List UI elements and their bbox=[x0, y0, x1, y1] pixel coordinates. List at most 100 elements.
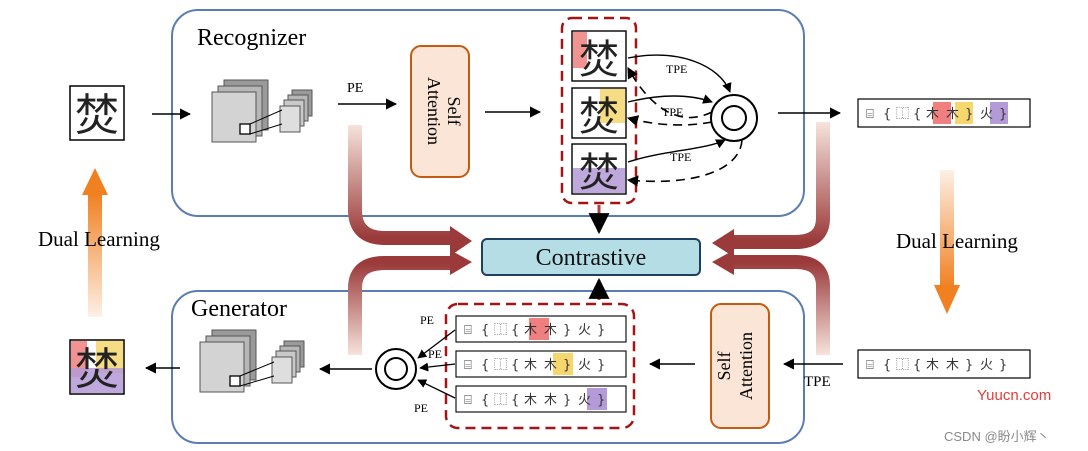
sequence-token: } bbox=[999, 358, 1007, 373]
sequence-token: } bbox=[999, 107, 1007, 122]
sequence-token: 木 bbox=[926, 358, 939, 373]
tpe-arrow-3 bbox=[627, 139, 726, 163]
sequence-token: { bbox=[511, 393, 519, 408]
output-glyph: 焚 bbox=[75, 344, 119, 395]
sequence-token: ⌸ bbox=[866, 107, 874, 122]
generator-title: Generator bbox=[191, 296, 287, 322]
sequence-token: 火 bbox=[578, 323, 591, 338]
output-glyph-box: 焚 bbox=[69, 339, 125, 395]
gen-pe-label-1: PE bbox=[420, 313, 434, 327]
generator-self-attention: Self Attention bbox=[710, 303, 770, 429]
watermark-site: Yuucn.com bbox=[977, 387, 1052, 404]
recognizer-pe-label: PE bbox=[347, 81, 363, 96]
contrastive-box: Contrastive bbox=[481, 238, 701, 276]
tpe-label-2: TPE bbox=[662, 105, 683, 119]
sequence-token: } bbox=[597, 358, 605, 373]
input-glyph: 焚 bbox=[75, 90, 119, 141]
recognizer-cnn-icon bbox=[211, 79, 313, 143]
sequence-token: 木 bbox=[926, 107, 939, 122]
sequence-token: 木 bbox=[544, 323, 557, 338]
watermark-csdn: CSDN @盼小辉丶 bbox=[944, 429, 1050, 444]
gen-seq-row-1: ⌸ { ⿰ { 木木} 火} bbox=[455, 315, 627, 343]
recognizer-decoder-node bbox=[710, 94, 758, 142]
recognizer-self-attention: Self Attention bbox=[410, 45, 470, 178]
sequence-token: 木 bbox=[524, 323, 537, 338]
tpe-arrow-2 bbox=[627, 94, 713, 104]
svg-text:焚: 焚 bbox=[579, 150, 619, 196]
sequence-token: { bbox=[481, 393, 489, 408]
sequence-token: 木 bbox=[544, 358, 557, 373]
grad-arrow-recognizer-right bbox=[732, 122, 830, 249]
sequence-token: ⌸ bbox=[464, 358, 472, 373]
sequence-token: } bbox=[563, 323, 571, 338]
pe-arrow-2 bbox=[419, 362, 456, 372]
sequence-token: } bbox=[563, 358, 571, 373]
sequence-token: } bbox=[597, 323, 605, 338]
recognizer-output-sequence: ⌸ { ⿰ { 木木} 火} bbox=[857, 98, 1031, 128]
sequence-token: 木 bbox=[544, 393, 557, 408]
pe-arrow-1 bbox=[417, 329, 456, 359]
svg-text:焚: 焚 bbox=[579, 37, 619, 83]
svg-text:焚: 焚 bbox=[579, 94, 619, 140]
sequence-token: } bbox=[965, 358, 973, 373]
gen-seq-row-2: ⌸ { ⿰ { 木木} 火} bbox=[455, 350, 627, 378]
grad-arrow-recognizer-left bbox=[348, 125, 452, 245]
sequence-token: ⿰ bbox=[896, 358, 909, 373]
sequence-token: 火 bbox=[578, 393, 591, 408]
generator-attn-line1: Self bbox=[714, 351, 734, 380]
sequence-token: ⿰ bbox=[494, 393, 507, 408]
sequence-token: ⿰ bbox=[494, 323, 507, 338]
sequence-token: { bbox=[511, 323, 519, 338]
recognizer-attn-line1: Self bbox=[444, 97, 464, 126]
sequence-token: ⌸ bbox=[866, 358, 874, 373]
sequence-token: } bbox=[597, 393, 605, 408]
sequence-token: 火 bbox=[980, 358, 993, 373]
grad-arrow-generator-left bbox=[348, 256, 452, 355]
generator-cnn-icon bbox=[199, 329, 305, 393]
generator-attn-line2: Attention bbox=[736, 332, 756, 400]
recognizer-title: Recognizer bbox=[197, 25, 306, 51]
glyph-attn-3: 焚 bbox=[571, 143, 627, 196]
tpe-return-2 bbox=[626, 115, 713, 127]
contrastive-label: Contrastive bbox=[536, 245, 647, 271]
sequence-token: ⌸ bbox=[464, 393, 472, 408]
generator-sequence-group bbox=[444, 302, 636, 430]
sequence-token: { bbox=[481, 323, 489, 338]
sequence-token: 火 bbox=[578, 358, 591, 373]
generator-input-sequence: ⌸ { ⿰ { 木木} 火} bbox=[857, 349, 1031, 379]
generator-box bbox=[171, 290, 805, 444]
sequence-token: ⿰ bbox=[494, 358, 507, 373]
glyph-attn-2: 焚 bbox=[571, 87, 627, 140]
sequence-token: ⌸ bbox=[464, 323, 472, 338]
sequence-token: { bbox=[913, 358, 921, 373]
dual-learning-left-label: Dual Learning bbox=[38, 227, 160, 251]
sequence-token: 火 bbox=[980, 107, 993, 122]
sequence-token: 木 bbox=[946, 107, 959, 122]
grad-arrow-generator-right bbox=[732, 255, 830, 355]
pe-arrow-3 bbox=[417, 379, 456, 399]
dual-learning-right-label: Dual Learning bbox=[896, 229, 1018, 253]
tpe-return-1 bbox=[627, 67, 713, 119]
tpe-arrow-1 bbox=[627, 54, 732, 93]
sequence-token: 木 bbox=[524, 393, 537, 408]
gen-pe-label-3: PE bbox=[414, 401, 428, 415]
recognizer-attn-line2: Attention bbox=[424, 77, 444, 145]
sequence-token: { bbox=[883, 358, 891, 373]
sequence-token: 木 bbox=[524, 358, 537, 373]
sequence-token: { bbox=[481, 358, 489, 373]
sequence-token: } bbox=[563, 393, 571, 408]
sequence-token: { bbox=[511, 358, 519, 373]
sequence-token: { bbox=[913, 107, 921, 122]
sequence-token: { bbox=[883, 107, 891, 122]
sequence-token: ⿰ bbox=[896, 107, 909, 122]
tpe-label-1: TPE bbox=[666, 62, 687, 76]
sequence-token: 木 bbox=[946, 358, 959, 373]
tpe-label-3: TPE bbox=[670, 150, 691, 164]
gen-seq-row-3: ⌸ { ⿰ { 木木} 火} bbox=[455, 385, 627, 413]
glyph-attn-1: 焚 bbox=[571, 30, 627, 83]
gen-pe-label-2: PE bbox=[428, 347, 442, 361]
dual-learning-left-arrow bbox=[82, 168, 108, 317]
recognizer-glyph-group bbox=[560, 16, 638, 205]
sequence-token: } bbox=[965, 107, 973, 122]
